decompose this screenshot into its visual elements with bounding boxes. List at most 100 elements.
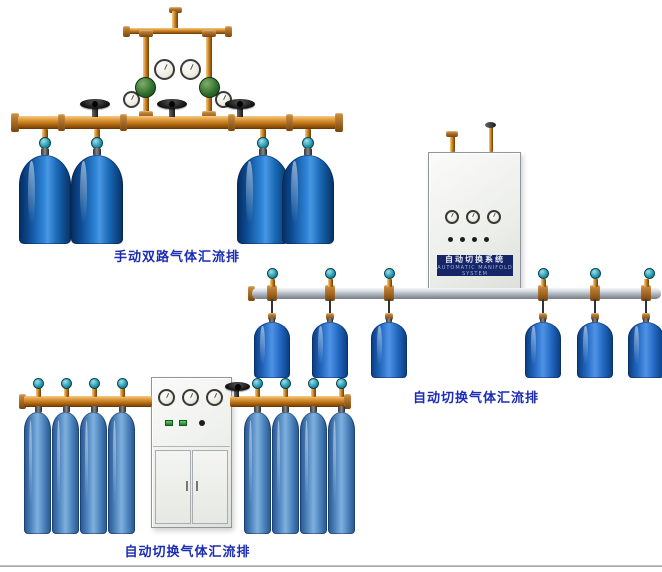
pipe-end-cap: [11, 113, 19, 132]
indicator-light: [199, 420, 205, 426]
riser-pipe: [489, 127, 493, 152]
pipe-end-cap: [123, 26, 130, 37]
cylinder-valve: [642, 313, 650, 320]
gas-cylinder: [328, 412, 355, 534]
cylinder-neck: [386, 318, 392, 323]
manifold-pipe: [252, 288, 661, 299]
riser-pipe: [143, 31, 149, 118]
cylinder-valve-knob: [117, 378, 128, 389]
pressure-gauge: [123, 91, 140, 108]
cylinder-valve: [539, 313, 547, 320]
cylinder-valve-knob: [644, 268, 655, 279]
riser-pipe: [305, 129, 311, 139]
product-caption: 自动切换气体汇流排: [124, 545, 251, 560]
riser-pipe: [255, 388, 260, 397]
riser-pipe: [644, 279, 649, 287]
connection-hose: [542, 299, 544, 316]
gas-cylinder: [244, 412, 271, 534]
valve-stem: [169, 106, 175, 117]
riser-pipe: [36, 388, 41, 397]
gas-cylinder: [254, 322, 290, 378]
regulator-knob: [135, 77, 156, 98]
cylinder-neck: [254, 406, 261, 413]
cylinder-neck: [93, 148, 101, 156]
cylinder-neck: [327, 318, 333, 323]
nameplate-subtitle: AUTOMATIC MANIFOLD SYSTEM: [437, 265, 513, 276]
cabinet-door: [155, 450, 191, 524]
valve-stem: [237, 106, 243, 117]
indicator-light-green: [179, 420, 187, 426]
gas-cylinder: [108, 412, 135, 534]
cylinder-neck: [41, 148, 49, 156]
manifold-pipe: [18, 116, 336, 129]
cabinet-nameplate: 自动切换系统 AUTOMATIC MANIFOLD SYSTEM: [437, 255, 513, 276]
riser-pipe: [42, 129, 48, 139]
pressure-gauge: [182, 389, 199, 406]
connection-hose: [388, 299, 390, 316]
connection-hose: [329, 299, 331, 316]
connection-hose: [271, 299, 273, 316]
valve-handwheel: [157, 99, 187, 109]
cylinder-valve-knob: [33, 378, 44, 389]
cylinder-neck: [269, 318, 275, 323]
cylinder-neck: [259, 148, 267, 156]
pipe-end-cap: [225, 26, 232, 37]
pressure-gauge: [180, 59, 201, 80]
pipe-end-cap: [169, 7, 182, 13]
indicator-light: [448, 237, 453, 242]
gas-cylinder: [312, 322, 348, 378]
riser-pipe: [92, 388, 97, 397]
connection-hose: [645, 299, 647, 316]
riser-pipe: [206, 31, 212, 118]
pipe-fitting: [446, 131, 458, 137]
cylinder-neck: [91, 406, 98, 413]
cylinder-valve: [591, 313, 599, 320]
cylinder-valve-knob: [89, 378, 100, 389]
pressure-gauge: [445, 210, 459, 224]
cylinder-valve: [326, 313, 334, 320]
cylinder-neck: [119, 406, 126, 413]
cylinder-valve-knob: [252, 378, 263, 389]
cylinder-valve-knob: [590, 268, 601, 279]
door-handle: [186, 481, 188, 491]
cylinder-valve-knob: [280, 378, 291, 389]
riser-pipe: [120, 388, 125, 397]
cylinder-neck: [304, 148, 312, 156]
valve-handwheel: [225, 99, 255, 109]
gas-cylinder: [237, 155, 289, 244]
cylinder-neck: [282, 406, 289, 413]
cylinder-valve-knob: [336, 378, 347, 389]
gas-cylinder: [525, 322, 561, 378]
product-caption: 手动双路气体汇流排: [113, 250, 240, 265]
valve-stem: [234, 388, 239, 397]
riser-pipe: [311, 388, 316, 397]
product-caption: 自动切换气体汇流排: [412, 391, 539, 406]
cylinder-valve-knob: [384, 268, 395, 279]
indicator-light: [472, 237, 477, 242]
cylinder-neck: [592, 318, 598, 323]
riser-pipe: [283, 388, 288, 397]
gas-cylinder: [19, 155, 71, 244]
pipe-fitting: [120, 114, 127, 131]
cabinet-door: [192, 450, 228, 524]
pipe-fitting: [267, 285, 277, 301]
pipe-fitting: [228, 114, 235, 131]
pressure-gauge: [158, 389, 175, 406]
gas-cylinder: [628, 322, 662, 378]
pipe-fitting: [641, 285, 651, 301]
riser-pipe: [64, 388, 69, 397]
gas-cylinder: [371, 322, 407, 378]
pipe-fitting: [590, 285, 600, 301]
cylinder-neck: [540, 318, 546, 323]
pressure-gauge: [206, 389, 223, 406]
cylinder-valve: [268, 313, 276, 320]
indicator-light: [460, 237, 465, 242]
regulator-knob: [199, 77, 220, 98]
door-handle: [196, 481, 198, 491]
riser-pipe: [450, 136, 455, 152]
cylinder-valve-knob: [325, 268, 336, 279]
riser-pipe: [593, 279, 598, 287]
